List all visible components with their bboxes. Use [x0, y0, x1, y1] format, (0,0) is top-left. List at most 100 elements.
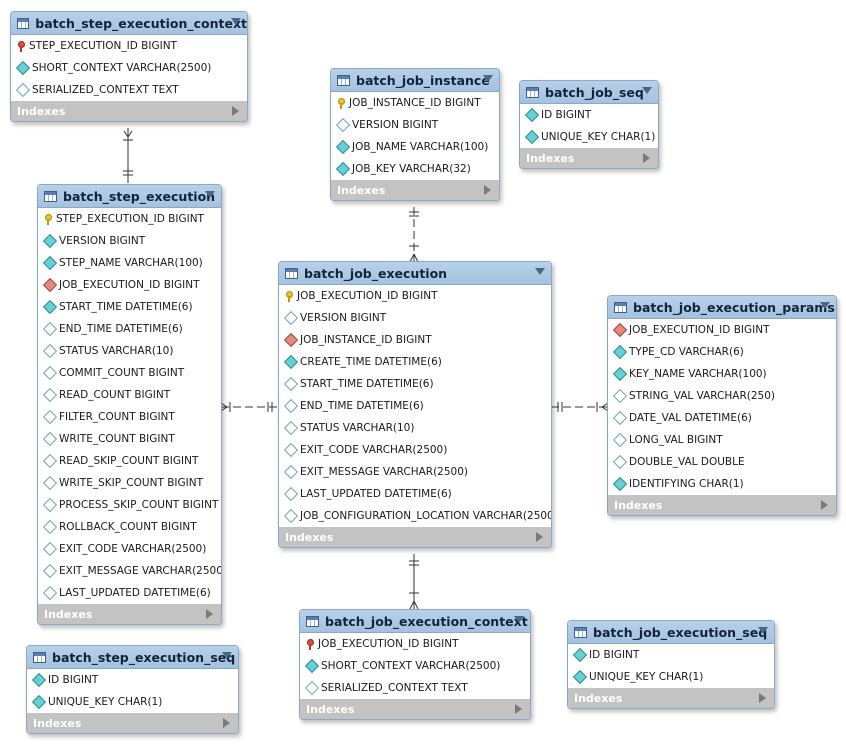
column-row[interactable]: EXIT_CODE VARCHAR(2500) [279, 439, 551, 461]
indexes-section[interactable]: Indexes [11, 101, 247, 121]
column-row[interactable]: SERIALIZED_CONTEXT TEXT [300, 677, 530, 699]
expand-arrow-icon[interactable] [223, 718, 230, 728]
indexes-section[interactable]: Indexes [38, 604, 221, 624]
expand-arrow-icon[interactable] [759, 693, 766, 703]
column-row[interactable]: ID BIGINT [568, 644, 774, 666]
indexes-section[interactable]: Indexes [27, 713, 238, 733]
table-header[interactable]: batch_job_execution [279, 262, 551, 285]
column-row[interactable]: KEY_NAME VARCHAR(100) [608, 363, 836, 385]
column-row[interactable]: JOB_NAME VARCHAR(100) [331, 136, 499, 158]
column-row[interactable]: JOB_INSTANCE_ID BIGINT [331, 92, 499, 114]
column-label: DATE_VAL DATETIME(6) [629, 412, 752, 424]
column-row[interactable]: COMMIT_COUNT BIGINT [38, 362, 221, 384]
column-row[interactable]: STRING_VAL VARCHAR(250) [608, 385, 836, 407]
expand-arrow-icon[interactable] [515, 704, 522, 714]
chevron-down-icon[interactable] [205, 191, 215, 198]
column-row[interactable]: STATUS VARCHAR(10) [38, 340, 221, 362]
column-row[interactable]: IDENTIFYING CHAR(1) [608, 473, 836, 495]
column-row[interactable]: VERSION BIGINT [38, 230, 221, 252]
column-row[interactable]: VERSION BIGINT [279, 307, 551, 329]
table-header[interactable]: batch_job_execution_seq [568, 621, 774, 644]
column-row[interactable]: END_TIME DATETIME(6) [279, 395, 551, 417]
column-row[interactable]: JOB_KEY VARCHAR(32) [331, 158, 499, 180]
column-row[interactable]: READ_SKIP_COUNT BIGINT [38, 450, 221, 472]
column-row[interactable]: PROCESS_SKIP_COUNT BIGINT [38, 494, 221, 516]
not-null-column-icon [612, 366, 628, 382]
column-row[interactable]: DOUBLE_VAL DOUBLE [608, 451, 836, 473]
indexes-section[interactable]: Indexes [568, 688, 774, 708]
column-row[interactable]: JOB_INSTANCE_ID BIGINT [279, 329, 551, 351]
column-row[interactable]: WRITE_SKIP_COUNT BIGINT [38, 472, 221, 494]
column-row[interactable]: START_TIME DATETIME(6) [279, 373, 551, 395]
expand-arrow-icon[interactable] [232, 106, 239, 116]
column-row[interactable]: WRITE_COUNT BIGINT [38, 428, 221, 450]
table-header[interactable]: batch_job_execution_params [608, 296, 836, 319]
chevron-down-icon[interactable] [642, 87, 652, 94]
chevron-down-icon[interactable] [514, 616, 524, 623]
column-row[interactable]: DATE_VAL DATETIME(6) [608, 407, 836, 429]
table-batch-job-execution-context[interactable]: batch_job_execution_context JOB_EXECUTIO… [299, 609, 531, 720]
column-row[interactable]: SHORT_CONTEXT VARCHAR(2500) [11, 57, 247, 79]
indexes-section[interactable]: Indexes [331, 180, 499, 200]
column-row[interactable]: STEP_NAME VARCHAR(100) [38, 252, 221, 274]
column-row[interactable]: LONG_VAL BIGINT [608, 429, 836, 451]
column-row[interactable]: FILTER_COUNT BIGINT [38, 406, 221, 428]
chevron-down-icon[interactable] [758, 627, 768, 634]
column-row[interactable]: END_TIME DATETIME(6) [38, 318, 221, 340]
column-row[interactable]: TYPE_CD VARCHAR(6) [608, 341, 836, 363]
column-row[interactable]: JOB_EXECUTION_ID BIGINT [300, 633, 530, 655]
column-row[interactable]: STEP_EXECUTION_ID BIGINT [38, 208, 221, 230]
table-header[interactable]: batch_step_execution [38, 185, 221, 208]
column-row[interactable]: UNIQUE_KEY CHAR(1) [27, 691, 238, 713]
expand-arrow-icon[interactable] [206, 609, 213, 619]
table-header[interactable]: batch_job_execution_context [300, 610, 530, 633]
column-row[interactable]: CREATE_TIME DATETIME(6) [279, 351, 551, 373]
chevron-down-icon[interactable] [820, 302, 830, 309]
column-row[interactable]: STEP_EXECUTION_ID BIGINT [11, 35, 247, 57]
expand-arrow-icon[interactable] [821, 500, 828, 510]
column-row[interactable]: EXIT_CODE VARCHAR(2500) [38, 538, 221, 560]
chevron-down-icon[interactable] [535, 268, 545, 275]
column-row[interactable]: JOB_EXECUTION_ID BIGINT [38, 274, 221, 296]
column-row[interactable]: VERSION BIGINT [331, 114, 499, 136]
column-row[interactable]: UNIQUE_KEY CHAR(1) [520, 126, 658, 148]
column-row[interactable]: UNIQUE_KEY CHAR(1) [568, 666, 774, 688]
column-row[interactable]: EXIT_MESSAGE VARCHAR(2500) [38, 560, 221, 582]
column-row[interactable]: START_TIME DATETIME(6) [38, 296, 221, 318]
column-row[interactable]: READ_COUNT BIGINT [38, 384, 221, 406]
indexes-section[interactable]: Indexes [300, 699, 530, 719]
column-row[interactable]: EXIT_MESSAGE VARCHAR(2500) [279, 461, 551, 483]
column-row[interactable]: ID BIGINT [27, 669, 238, 691]
chevron-down-icon[interactable] [483, 75, 493, 82]
table-batch-job-execution[interactable]: batch_job_execution JOB_EXECUTION_ID BIG… [278, 261, 552, 548]
column-row[interactable]: ID BIGINT [520, 104, 658, 126]
table-batch-job-instance[interactable]: batch_job_instance JOB_INSTANCE_ID BIGIN… [330, 68, 500, 201]
column-row[interactable]: ROLLBACK_COUNT BIGINT [38, 516, 221, 538]
chevron-down-icon[interactable] [222, 652, 232, 659]
chevron-down-icon[interactable] [231, 18, 241, 25]
table-header[interactable]: batch_job_instance [331, 69, 499, 92]
table-header[interactable]: batch_step_execution_seq [27, 646, 238, 669]
table-header[interactable]: batch_job_seq [520, 81, 658, 104]
column-row[interactable]: LAST_UPDATED DATETIME(6) [38, 582, 221, 604]
indexes-section[interactable]: Indexes [279, 527, 551, 547]
table-batch-step-execution-context[interactable]: batch_step_execution_context STEP_EXECUT… [10, 11, 248, 122]
column-row[interactable]: LAST_UPDATED DATETIME(6) [279, 483, 551, 505]
column-row[interactable]: SHORT_CONTEXT VARCHAR(2500) [300, 655, 530, 677]
indexes-section[interactable]: Indexes [520, 148, 658, 168]
column-row[interactable]: JOB_CONFIGURATION_LOCATION VARCHAR(2500) [279, 505, 551, 527]
indexes-section[interactable]: Indexes [608, 495, 836, 515]
expand-arrow-icon[interactable] [536, 532, 543, 542]
expand-arrow-icon[interactable] [643, 153, 650, 163]
column-row[interactable]: JOB_EXECUTION_ID BIGINT [279, 285, 551, 307]
expand-arrow-icon[interactable] [484, 185, 491, 195]
table-batch-job-execution-params[interactable]: batch_job_execution_params JOB_EXECUTION… [607, 295, 837, 516]
column-row[interactable]: JOB_EXECUTION_ID BIGINT [608, 319, 836, 341]
table-header[interactable]: batch_step_execution_context [11, 12, 247, 35]
column-row[interactable]: SERIALIZED_CONTEXT TEXT [11, 79, 247, 101]
column-row[interactable]: STATUS VARCHAR(10) [279, 417, 551, 439]
table-batch-step-execution[interactable]: batch_step_execution STEP_EXECUTION_ID B… [37, 184, 222, 625]
